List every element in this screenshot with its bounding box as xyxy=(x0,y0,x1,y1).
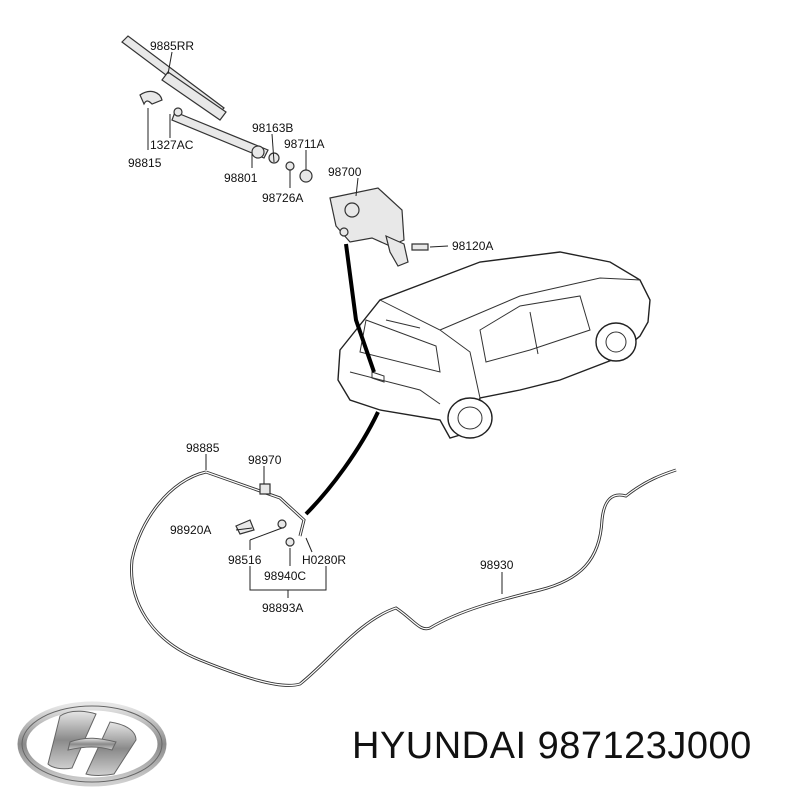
label-98711a: 98711A xyxy=(284,137,324,151)
label-98516: 98516 xyxy=(228,553,262,567)
label-9885rr: 9885RR xyxy=(150,39,194,53)
hyundai-logo-icon xyxy=(17,701,167,787)
label-98801: 98801 xyxy=(224,171,258,185)
leader-lines xyxy=(147,51,503,598)
label-98700: 98700 xyxy=(328,165,362,179)
label-98893a: 98893A xyxy=(262,601,303,615)
label-98120a: 98120A xyxy=(452,239,493,253)
wiper-arm-assembly xyxy=(121,35,313,183)
label-98920a: 98920A xyxy=(170,523,211,537)
label-98726a: 98726A xyxy=(262,191,303,205)
washer-hose xyxy=(130,468,677,687)
hose-location-arrow xyxy=(304,411,380,516)
label-98885: 98885 xyxy=(186,441,220,455)
wiper-motor xyxy=(329,187,429,267)
label-98970: 98970 xyxy=(248,453,282,467)
label-h0280r: H0280R xyxy=(302,553,346,567)
part-labels: 9885RR 1327AC 98815 98163B 98711A 98801 … xyxy=(128,39,514,615)
label-98815: 98815 xyxy=(128,156,162,170)
label-98940c: 98940C xyxy=(264,569,306,583)
brand-part-number: HYUNDAI 987123J000 xyxy=(352,725,752,767)
label-98930: 98930 xyxy=(480,558,514,572)
car-illustration xyxy=(337,251,651,439)
motor-location-arrow xyxy=(344,243,376,373)
label-98163b: 98163B xyxy=(252,121,293,135)
label-1327ac: 1327AC xyxy=(150,138,194,152)
